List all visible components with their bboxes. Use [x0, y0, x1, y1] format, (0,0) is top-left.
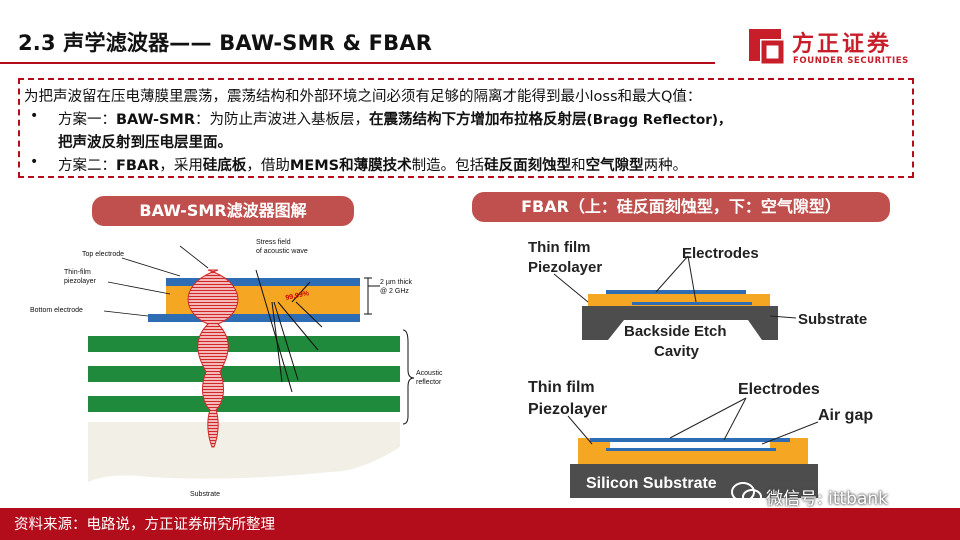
company-logo: 方正证券 FOUNDER SECURITIES — [746, 26, 946, 70]
fbar-top-leaders — [553, 255, 797, 319]
plan1-line: 方案一：BAW-SMR：为防止声波进入基板层，在震荡结构下方增加布拉格反射层(B… — [58, 108, 732, 129]
source-note: 资料来源：电路说，方正证券研究所整理 — [14, 517, 275, 533]
plan1-bragg: (Bragg Reflector)， — [586, 112, 732, 128]
plan2-label: 方案二： — [58, 158, 116, 174]
label-percent: 99.99% — [285, 290, 310, 302]
plan1-name: BAW-SMR — [116, 112, 196, 128]
plan1-emphasis: 在震荡结构下方增加布拉格反射层 — [369, 112, 587, 128]
fbar-bottom-electrodes: Electrodes — [738, 381, 820, 398]
reflector-green-3 — [88, 396, 400, 412]
fbar-backside-diagram: Thin film Piezolayer Electrodes Substrat… — [528, 239, 867, 360]
bullet-1: • — [30, 108, 39, 124]
plan2-text-a: ，采用 — [159, 158, 203, 174]
reflector-green-1 — [88, 336, 400, 352]
stress-field-shape — [187, 269, 239, 448]
baw-smr-pill: BAW-SMR滤波器图解 — [92, 196, 354, 226]
label-stress-field: Stress field — [256, 239, 291, 246]
baw-smr-diagram: Top electrode Thin-film piezolayer Botto… — [30, 239, 443, 498]
fbar-top-electrodes: Electrodes — [682, 245, 759, 262]
fbar-pill: FBAR（上：硅反面刻蚀型，下：空气隙型） — [472, 192, 890, 222]
fbar-top-cavity: Cavity — [654, 343, 700, 360]
fbar-bottom-electrode-lower — [606, 448, 776, 451]
plan1-line2: 把声波反射到压电层里面。 — [58, 131, 232, 152]
plan2-airgap: 空气隙型 — [585, 158, 644, 174]
intro-line: 为把声波留在压电薄膜里震荡，震荡结构和外部环境之间必须有足够的隔离才能得到最小l… — [24, 85, 701, 106]
fbar-top-substrate — [582, 306, 778, 340]
fbar-top-thin-film: Thin film — [528, 239, 591, 256]
plan2-mems: MEMS和薄膜技术 — [289, 158, 412, 174]
bullet-2: • — [30, 154, 39, 170]
fbar-bottom-piezolayer: Piezolayer — [528, 401, 607, 418]
fbar-bottom-leaders — [567, 397, 819, 445]
plan2-text-e: 两种。 — [643, 158, 688, 174]
bottom-electrode — [148, 314, 360, 322]
wechat-icon — [731, 482, 762, 505]
fbar-bottom-electrode-upper — [590, 438, 790, 442]
founder-logo-icon — [749, 29, 784, 64]
wechat-watermark: 微信号: ittbank — [766, 489, 889, 509]
plan1-text: ：为防止声波进入基板层， — [195, 112, 370, 128]
label-reflector: reflector — [416, 379, 442, 386]
acoustic-rays — [255, 269, 323, 393]
fbar-bottom-airgap — [610, 442, 770, 448]
label-top-electrode: Top electrode — [82, 251, 124, 258]
title-underline — [0, 62, 715, 64]
plan2-name: FBAR — [116, 158, 160, 174]
plan2-text-b: ，借助 — [246, 158, 290, 174]
reflector-white — [88, 382, 400, 396]
footer-bar — [0, 508, 960, 540]
label-thickness: 2 µm thick — [380, 279, 413, 286]
reflector-white — [88, 352, 400, 366]
plan1-conclusion: 把声波反射到压电层里面。 — [58, 135, 232, 151]
plan2-text-d: 和 — [571, 158, 586, 174]
plan2-line: 方案二：FBAR，采用硅底板，借助MEMS和薄膜技术制造。包括硅反面刻蚀型和空气… — [58, 154, 687, 175]
fbar-top-electrode-upper — [606, 290, 746, 294]
plan1-label: 方案一： — [58, 112, 116, 128]
label-substrate: Substrate — [190, 491, 220, 498]
reflector-white — [88, 322, 400, 336]
leader-lines — [103, 245, 209, 317]
reflector-white — [88, 412, 400, 422]
label-acoustic-wave: of acoustic wave — [256, 248, 308, 255]
plan2-backside: 硅反面刻蚀型 — [484, 158, 572, 174]
top-electrode — [166, 278, 360, 286]
fbar-top-substrate-label: Substrate — [798, 311, 867, 328]
fbar-bottom-silicon: Silicon Substrate — [586, 475, 717, 492]
fbar-airgap-diagram: Thin film Piezolayer Electrodes Air gap … — [528, 379, 873, 498]
thickness-bracket — [364, 277, 415, 425]
logo-text-en: FOUNDER SECURITIES — [793, 56, 909, 66]
fbar-bottom-airgap-label: Air gap — [818, 407, 873, 424]
plan2-silicon: 硅底板 — [202, 158, 247, 174]
fbar-top-electrode-lower — [632, 302, 752, 305]
fbar-bottom-thin-film: Thin film — [528, 379, 595, 396]
label-bottom-electrode: Bottom electrode — [30, 307, 83, 314]
fbar-top-backside: Backside Etch — [624, 323, 727, 340]
label-frequency: @ 2 GHz — [380, 288, 409, 295]
fbar-bottom-substrate — [570, 464, 818, 498]
label-piezolayer: piezolayer — [64, 278, 97, 285]
label-thin-film: Thin-film — [64, 269, 91, 276]
reflector-green-2 — [88, 366, 400, 382]
label-acoustic: Acoustic — [416, 370, 443, 377]
page-title: 2.3 声学滤波器—— BAW-SMR & FBAR — [18, 31, 433, 55]
logo-text-cn: 方正证券 — [792, 32, 893, 57]
fbar-top-piezolayer: Piezolayer — [528, 259, 602, 276]
intro-box — [18, 78, 914, 178]
plan2-text-c: 制造。包括 — [411, 158, 485, 174]
intro-text: 为把声波留在压电薄膜里震荡，震荡结构和外部环境之间必须有足够的隔离才能得到最小l… — [24, 89, 702, 105]
